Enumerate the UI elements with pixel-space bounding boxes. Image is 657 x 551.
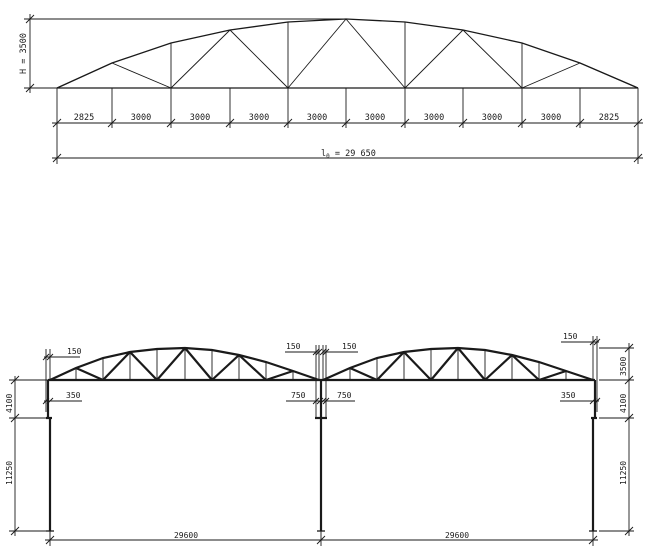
- left-truss-verticals: [75, 348, 294, 380]
- height-label: H = 3500: [19, 33, 29, 74]
- span-dimension-line: [52, 128, 643, 164]
- right-truss-top-height: 3500: [619, 357, 628, 376]
- panel-label: 3000: [482, 113, 502, 123]
- panel-label: 3000: [190, 113, 210, 123]
- panel-labels: 2825 3000 3000 3000 3000 3000 3000 3000 …: [74, 113, 619, 123]
- left-column-height: 11250: [5, 461, 14, 485]
- right-truss: [321, 346, 595, 382]
- left-roof-offset: 150: [67, 347, 82, 356]
- panel-label: 3000: [424, 113, 444, 123]
- top-truss: H = 3500: [19, 14, 643, 164]
- right-roof-offset: 150: [563, 332, 578, 341]
- panel-label: 2825: [74, 113, 94, 123]
- middle-roof-offset-right: 150: [342, 342, 357, 351]
- right-vertical-dimensions: [599, 343, 634, 536]
- panel-label: 2825: [599, 113, 619, 123]
- right-truss-webs: [349, 347, 567, 382]
- panel-label: 3000: [365, 113, 385, 123]
- web-members: [56, 18, 639, 89]
- bottom-span-dimensions: [45, 531, 598, 546]
- left-truss-height: 4100: [5, 394, 14, 413]
- left-vertical-dimensions: [9, 375, 48, 536]
- left-truss-webs: [75, 347, 294, 382]
- left-support-offset: 350: [66, 391, 81, 400]
- middle-support-offset-left: 750: [291, 391, 306, 400]
- panel-label: 3000: [249, 113, 269, 123]
- panel-dimension-line: [52, 88, 643, 128]
- panel-label: 3000: [541, 113, 561, 123]
- roof-offset-leaders: [42, 336, 601, 380]
- right-column-height: 11250: [619, 461, 628, 485]
- top-chord: [56, 18, 639, 89]
- right-span-label: 29600: [445, 531, 469, 540]
- height-dimension: [24, 14, 346, 93]
- left-span-label: 29600: [174, 531, 198, 540]
- span-label: l0 = 29 650: [321, 149, 376, 160]
- middle-support-offset-right: 750: [337, 391, 352, 400]
- middle-roof-offset-left: 150: [286, 342, 301, 351]
- right-support-offset: 350: [561, 391, 576, 400]
- right-truss-height: 4100: [619, 394, 628, 413]
- panel-label: 3000: [131, 113, 151, 123]
- support-offset-leaders: [42, 380, 601, 418]
- left-truss: [48, 346, 321, 382]
- right-truss-verticals: [349, 348, 567, 380]
- frame-diagram: 150 150 150 150 350 750 750 350: [5, 332, 634, 546]
- panel-label: 3000: [307, 113, 327, 123]
- columns: [46, 380, 597, 532]
